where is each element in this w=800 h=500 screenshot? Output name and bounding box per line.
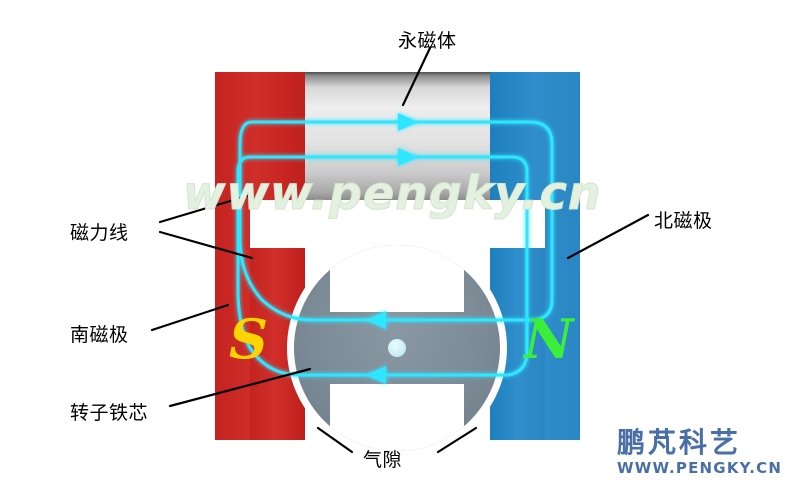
leader-airgap-right <box>436 426 478 454</box>
logo-url: WWW.PENGKY.CN <box>617 459 783 478</box>
flux-arrow-bottom-inner <box>366 366 386 384</box>
rotor-shaft <box>388 339 406 357</box>
leader-north-pole <box>566 213 650 260</box>
flux-arrowheads <box>366 113 418 384</box>
leader-flux-lower <box>158 230 254 260</box>
leader-rotor-core <box>168 367 312 408</box>
flux-line-outer <box>238 120 554 322</box>
permanent-magnet-bar <box>305 72 490 200</box>
south-pole-letter: S <box>229 307 268 371</box>
rotor-notch-top <box>330 245 464 312</box>
leader-permanent-magnet <box>401 46 432 107</box>
label-permanent-magnet: 永磁体 <box>398 30 457 52</box>
logo-company-name: 鹏芃科艺 <box>617 426 742 459</box>
label-north-pole: 北磁极 <box>654 210 713 232</box>
rotor-core <box>294 245 500 451</box>
leader-lines <box>150 46 650 454</box>
label-rotor-core: 转子铁芯 <box>70 402 149 424</box>
label-flux-lines: 磁力线 <box>70 222 129 244</box>
pole-shoe-south <box>250 200 305 440</box>
flux-lines <box>236 120 554 377</box>
stator-window <box>250 200 545 248</box>
flux-arrow-bottom-outer <box>366 311 386 329</box>
leader-south-pole <box>150 303 230 332</box>
flux-arrow-top-outer <box>398 113 418 131</box>
label-south-pole: 南磁极 <box>70 324 129 346</box>
leader-airgap-left <box>316 426 354 454</box>
leader-flux-upper <box>158 194 249 224</box>
label-air-gap: 气隙 <box>363 449 403 471</box>
flux-line-inner <box>236 155 529 377</box>
site-logo: 鹏芃科艺 WWW.PENGKY.CN <box>617 426 787 478</box>
flux-arrow-top-inner <box>398 148 418 166</box>
north-pole-letter: N <box>524 307 574 371</box>
rotor-notch-bottom <box>330 384 464 451</box>
